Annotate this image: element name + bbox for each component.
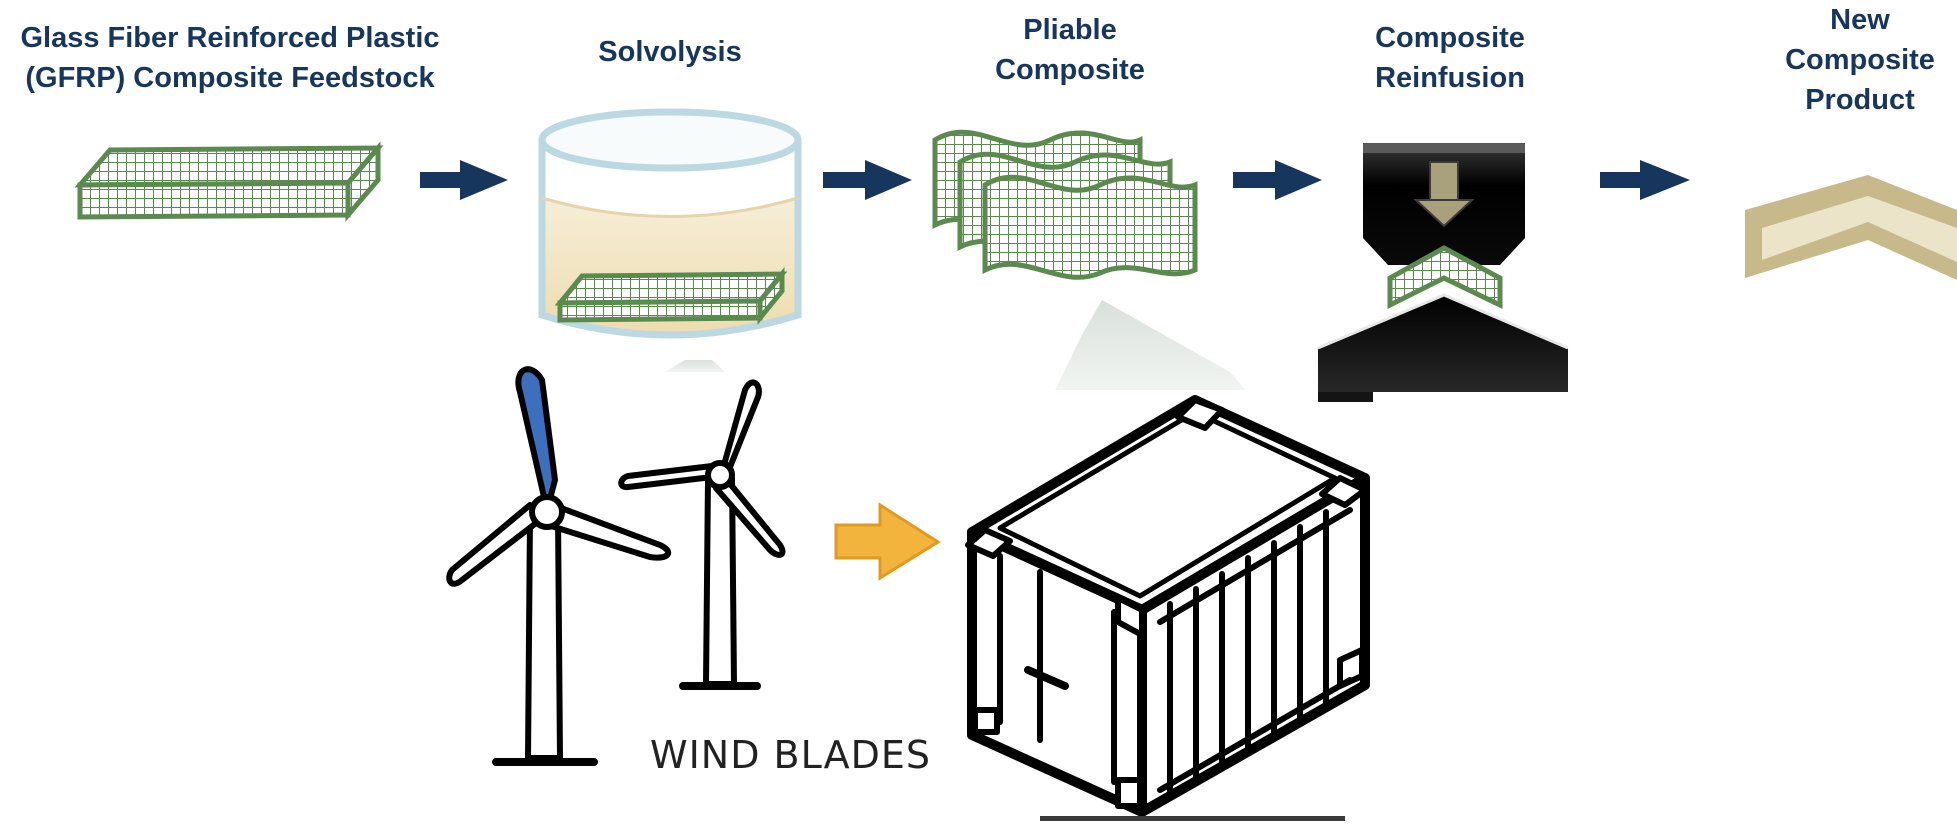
step-label-gfrp-feedstock: Glass Fiber Reinforced Plastic (GFRP) Co… xyxy=(20,22,440,94)
wind-turbine-icon xyxy=(446,366,786,766)
ground-line xyxy=(1040,816,1345,821)
process-arrow-3 xyxy=(1233,160,1322,200)
pliable-composite-icon xyxy=(932,129,1198,280)
composite-product-icon xyxy=(1745,175,1957,280)
process-arrow-2 xyxy=(823,160,912,200)
feed-arrow-icon xyxy=(834,502,941,581)
step-label-composite-reinfusion: Composite Reinfusion xyxy=(1375,22,1525,94)
process-arrow-1 xyxy=(420,160,508,200)
cover-patch xyxy=(1373,392,1573,412)
step-label-new-composite-product: New Composite Product xyxy=(1785,4,1935,116)
press-down-arrow-icon xyxy=(1413,161,1475,228)
shipping-container-icon xyxy=(965,395,1370,817)
step-label-pliable-composite: Pliable Composite xyxy=(995,14,1145,86)
light-beam-right xyxy=(1055,300,1245,390)
solvolysis-beaker-icon xyxy=(538,108,802,339)
wind-blades-caption: WIND BLADES xyxy=(650,733,932,777)
reinfusion-press-icon xyxy=(1317,143,1569,402)
gfrp-panel-icon xyxy=(74,141,384,222)
light-beam-left xyxy=(665,360,725,372)
process-arrow-4 xyxy=(1600,160,1690,200)
step-label-solvolysis: Solvolysis xyxy=(598,36,742,68)
